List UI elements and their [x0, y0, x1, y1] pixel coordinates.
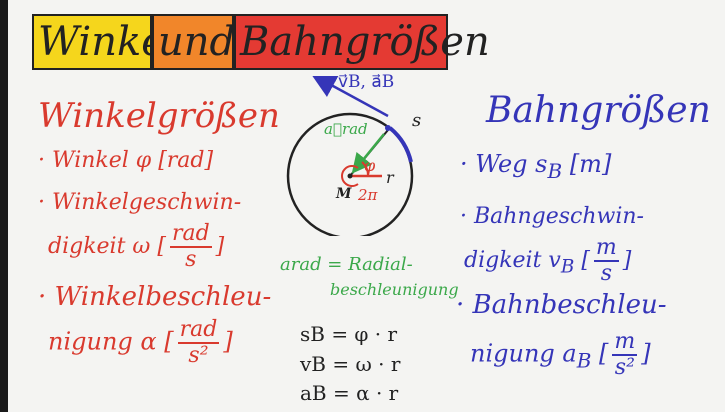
circle-diagram	[286, 76, 414, 236]
left-item2-text: digkeit ω [	[48, 234, 166, 259]
fraction-denominator: s	[600, 261, 612, 286]
left-item-winkelgeschwindigkeit-line1: · Winkelgeschwin-	[38, 190, 242, 215]
right-item-weg: · Weg sB [m]	[460, 150, 611, 183]
radial-vector	[351, 133, 385, 174]
bracket-close: ]	[215, 234, 225, 259]
title-part-bahngroessen: Bahngrößen	[234, 14, 490, 70]
right-item2-text: digkeit v	[464, 248, 561, 273]
center-point	[347, 173, 353, 179]
circle	[286, 112, 414, 236]
angle-arc	[361, 161, 369, 177]
bracket-close: ]	[223, 327, 233, 356]
vector-label: v⃗B, a⃗B	[338, 72, 395, 92]
full-angle-arc	[341, 165, 359, 187]
left-item-winkelbeschleunigung-line1: · Winkelbeschleu-	[38, 282, 272, 312]
fraction-numerator: m	[612, 329, 638, 356]
right-item-bahnbeschleunigung-line1: · Bahnbeschleu-	[456, 290, 667, 320]
fraction-numerator: rad	[169, 221, 212, 248]
subscript: B	[560, 256, 575, 278]
arc-s	[388, 126, 413, 163]
right-heading: Bahngrößen	[486, 90, 711, 131]
note-line1: arad = Radial-	[280, 254, 413, 275]
tangent-vector	[311, 76, 389, 118]
subscript: B	[576, 348, 592, 373]
unit: [m]	[562, 150, 612, 178]
left-item-winkel: · Winkel φ [rad]	[38, 148, 214, 173]
title-part-winkel: Winkel-	[32, 14, 191, 70]
formula-v: vB = ω · r	[300, 352, 401, 376]
fraction-denominator: s	[185, 247, 197, 272]
formula-a: aB = α · r	[300, 381, 399, 405]
point-on-circle	[385, 125, 391, 131]
whiteboard: Winkel- und Bahngrößen Winkelgrößen · Wi…	[8, 0, 725, 412]
left-heading: Winkelgrößen	[38, 96, 280, 136]
fraction-denominator: s²	[614, 355, 635, 380]
left-item3-text: nigung α [	[48, 327, 174, 356]
fraction-numerator: m	[593, 235, 619, 262]
fraction-numerator: rad	[177, 317, 220, 344]
fraction-denominator: s²	[188, 343, 209, 368]
right-item-bahngeschwindigkeit-line1: · Bahngeschwin-	[460, 204, 644, 229]
subscript: B	[547, 158, 563, 183]
title-part-und: und	[152, 14, 235, 70]
formula-s: sB = φ · r	[300, 322, 398, 346]
full-angle-label: 2π	[358, 186, 378, 204]
note-line2: beschleunigung	[330, 280, 459, 299]
right-item1-text: · Weg s	[460, 150, 548, 178]
arad-label: a⃗rad	[324, 120, 368, 138]
arc-label: s	[412, 110, 422, 131]
radius-label: r	[386, 168, 394, 187]
angle-label: φ	[364, 156, 376, 175]
right-item3-text: nigung a	[470, 339, 577, 368]
center-label: M	[336, 186, 352, 202]
